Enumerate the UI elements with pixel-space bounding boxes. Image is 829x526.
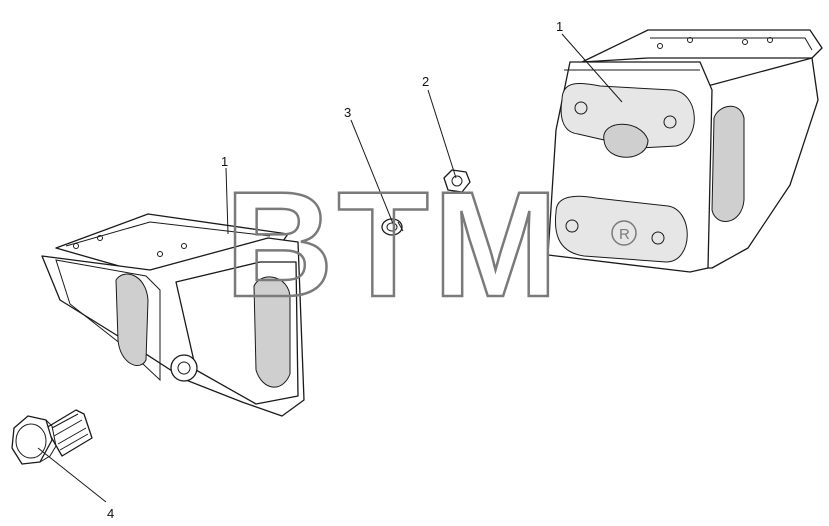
callout-3: 3: [344, 105, 351, 120]
leader-1-right: [561, 33, 623, 103]
leader-2: [427, 89, 457, 179]
lock-washer: [381, 218, 404, 236]
watermark-text: BTM: [225, 160, 562, 328]
leader-3: [350, 119, 395, 227]
leader-4: [37, 447, 107, 503]
bracket-left: [41, 213, 305, 417]
registered-letter: R: [619, 226, 630, 243]
callouts: 1 2 3 1 4: [107, 19, 563, 521]
bracket-right: [547, 29, 823, 273]
leader-lines: [37, 33, 623, 503]
registered-icon: [611, 220, 637, 246]
watermark: BTM ® R: [224, 159, 637, 329]
callout-1-left: 1: [221, 154, 228, 169]
hex-nut: [443, 169, 471, 193]
callout-2: 2: [422, 74, 429, 89]
hex-bolt: [11, 409, 93, 465]
leader-1-left: [225, 167, 229, 235]
callout-1-right: 1: [556, 19, 563, 34]
callout-4: 4: [107, 506, 114, 521]
